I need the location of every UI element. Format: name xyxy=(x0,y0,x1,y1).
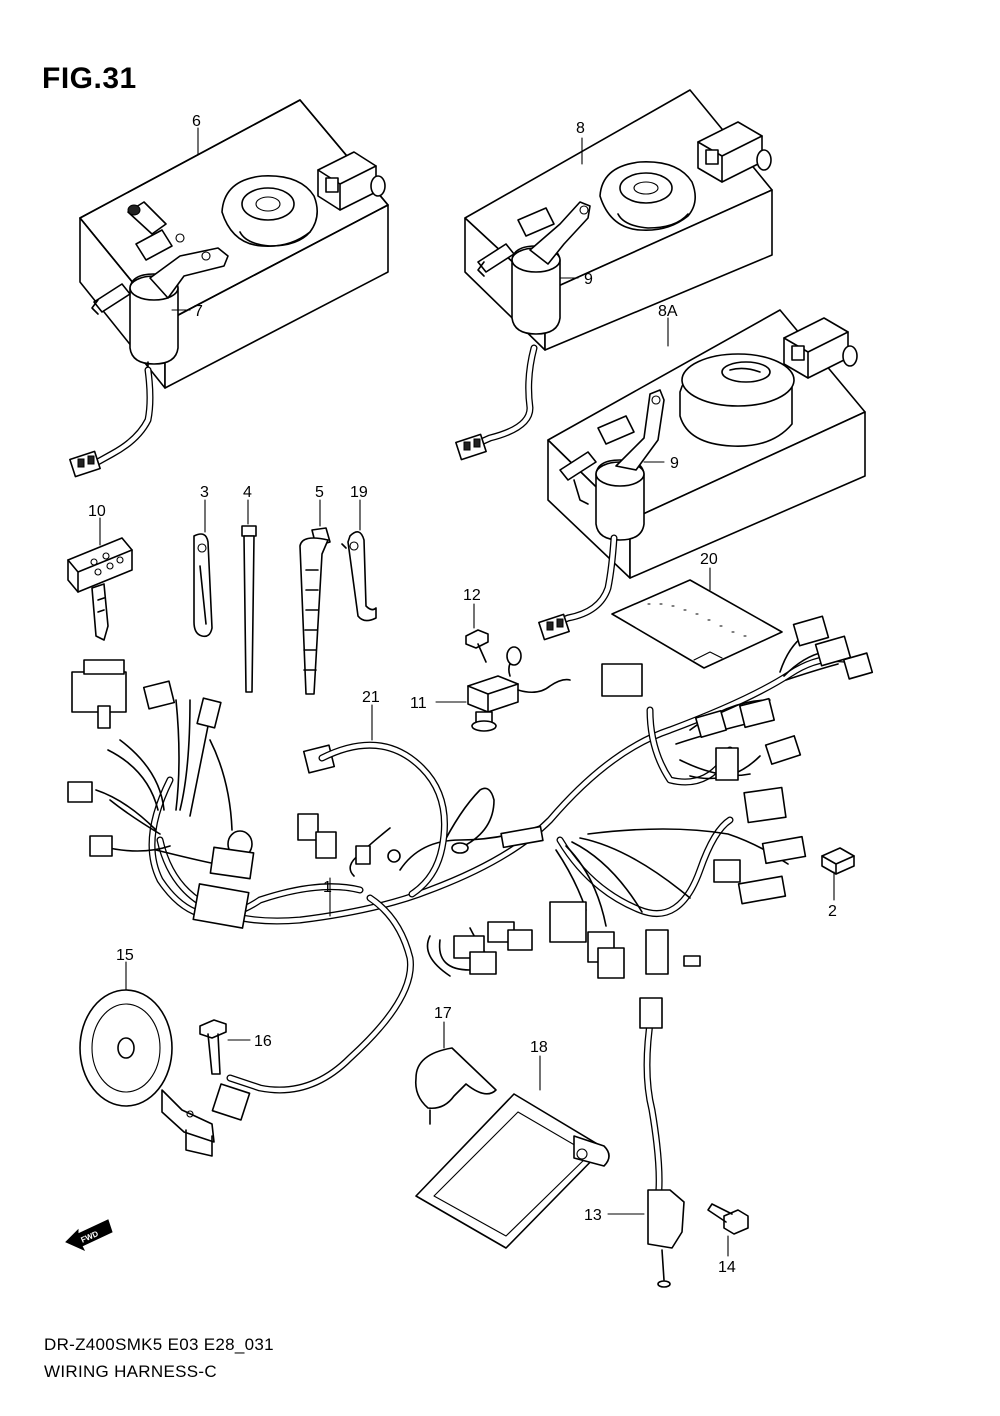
part-19-clamp[interactable] xyxy=(341,531,377,622)
part-17-cover[interactable] xyxy=(414,1047,497,1125)
part-4-cable-tie[interactable] xyxy=(241,525,257,693)
label-15[interactable]: 15 xyxy=(116,947,134,964)
label-13[interactable]: 13 xyxy=(584,1207,602,1224)
label-11[interactable]: 11 xyxy=(410,695,427,712)
label-2[interactable]: 2 xyxy=(828,903,837,920)
label-19[interactable]: 19 xyxy=(350,484,368,501)
ignition-switch-icon xyxy=(91,229,229,365)
part-8A-ignition-set[interactable] xyxy=(538,309,866,641)
label-20[interactable]: 20 xyxy=(700,551,718,568)
part-11-switch[interactable] xyxy=(467,646,571,732)
fuel-cap-icon xyxy=(679,353,795,447)
label-10[interactable]: 10 xyxy=(88,503,106,520)
forward-direction-arrow-icon: FWD xyxy=(65,1219,113,1252)
part-1-main-harness[interactable] xyxy=(67,615,874,1094)
horn-connector-icon xyxy=(211,1083,251,1121)
seat-lock-icon xyxy=(783,317,858,379)
label-9b[interactable]: 9 xyxy=(670,455,679,472)
seat-lock-icon xyxy=(317,151,386,211)
part-14-bolt[interactable] xyxy=(707,1203,749,1235)
headlight-coupler-icon xyxy=(71,659,127,729)
label-18[interactable]: 18 xyxy=(530,1039,548,1056)
part-8-ignition-set[interactable] xyxy=(455,89,773,461)
label-7[interactable]: 7 xyxy=(194,303,203,320)
ignition-switch-icon xyxy=(559,389,665,541)
label-8a[interactable]: 8A xyxy=(658,303,678,320)
part-2-fuse[interactable] xyxy=(821,847,855,875)
part-5-cable-tie-clamp[interactable] xyxy=(299,527,331,695)
ignition-switch-icon xyxy=(477,201,591,335)
connector-icon xyxy=(67,615,874,979)
connector-8-icon xyxy=(455,433,487,461)
label-8[interactable]: 8 xyxy=(576,120,585,137)
fuel-cap-icon xyxy=(599,161,696,232)
part-12-screw[interactable] xyxy=(465,629,489,663)
part-6-ignition-set[interactable] xyxy=(69,99,389,478)
label-3[interactable]: 3 xyxy=(200,484,209,501)
seat-lock-icon xyxy=(697,121,772,183)
part-15-horn[interactable] xyxy=(79,989,215,1157)
label-17[interactable]: 17 xyxy=(434,1005,452,1022)
label-16[interactable]: 16 xyxy=(254,1033,272,1050)
figure-title: FIG.31 xyxy=(42,62,137,95)
part-3-clamp[interactable] xyxy=(193,533,213,638)
label-21[interactable]: 21 xyxy=(362,689,380,706)
part-10-key[interactable] xyxy=(67,537,133,641)
figure-caption: WIRING HARNESS-C xyxy=(44,1362,217,1381)
part-13-switch[interactable] xyxy=(639,997,685,1288)
connector-8A-icon xyxy=(538,613,570,641)
label-9a[interactable]: 9 xyxy=(584,271,593,288)
part-21-sub-harness[interactable] xyxy=(318,741,448,898)
model-code: DR-Z400SMK5 E03 E28_031 xyxy=(44,1335,274,1354)
label-5[interactable]: 5 xyxy=(315,484,324,501)
connector-6-icon xyxy=(69,450,101,478)
label-1[interactable]: 1 xyxy=(323,879,332,896)
key-cylinder-icon xyxy=(127,201,167,235)
label-12[interactable]: 12 xyxy=(463,587,481,604)
label-4[interactable]: 4 xyxy=(243,484,252,501)
part-18-bracket[interactable] xyxy=(415,1093,610,1249)
label-14[interactable]: 14 xyxy=(718,1259,736,1276)
part-20-pad[interactable] xyxy=(611,579,783,669)
fuel-cap-icon xyxy=(221,175,318,248)
label-6[interactable]: 6 xyxy=(192,113,201,130)
part-16-bolt[interactable] xyxy=(199,1019,227,1075)
